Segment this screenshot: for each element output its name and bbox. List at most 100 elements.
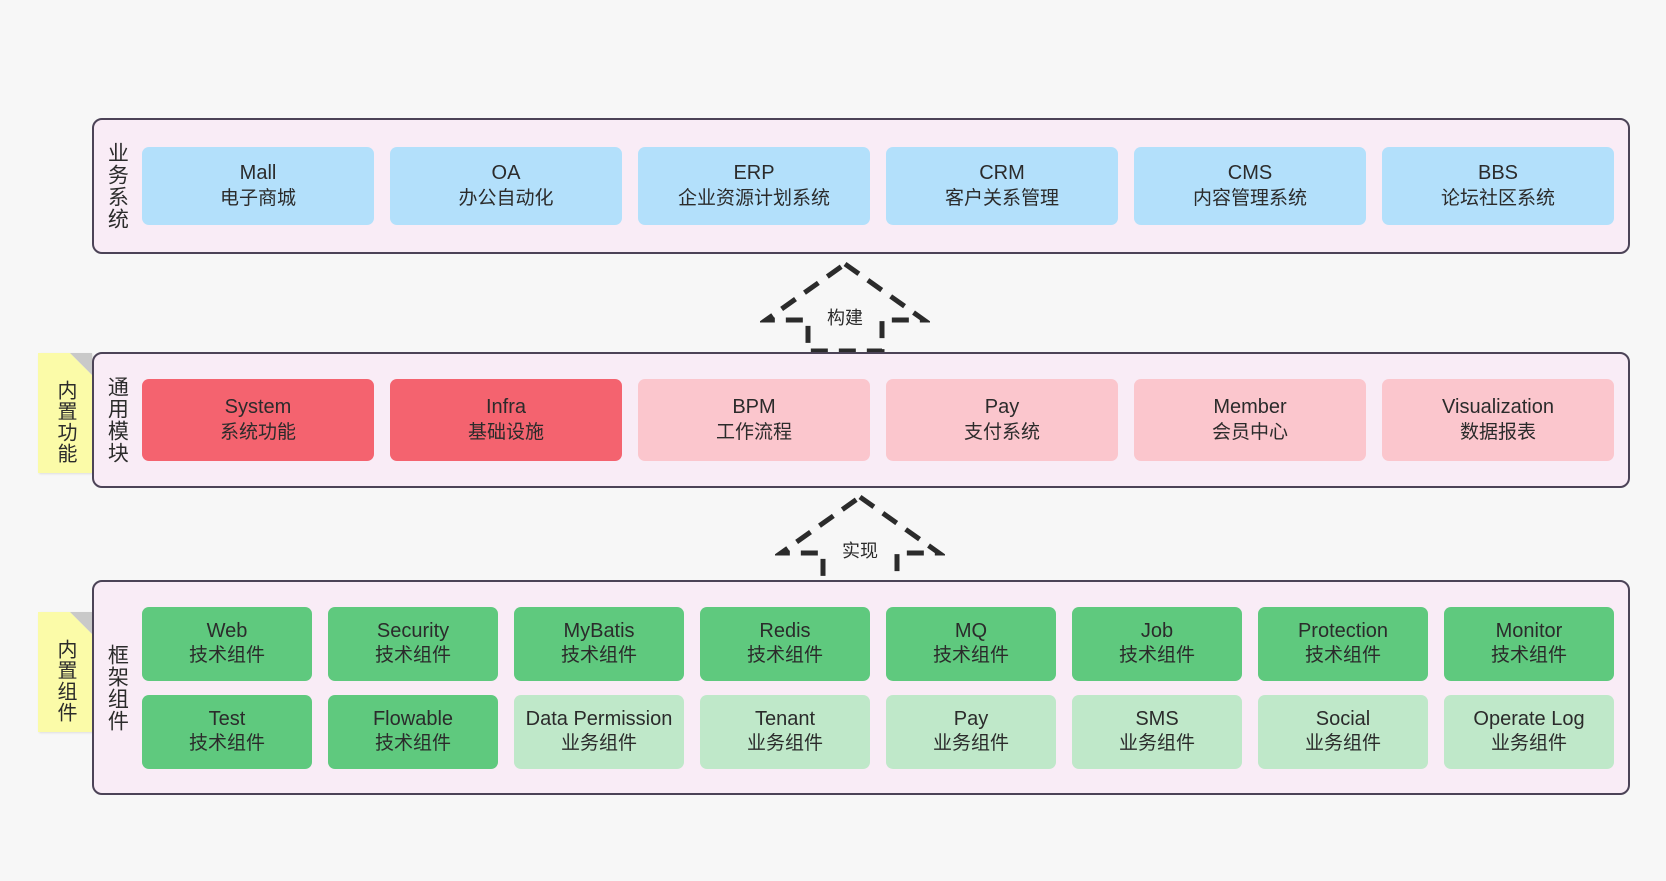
- system-card-bbs[interactable]: BBS 论坛社区系统: [1382, 147, 1614, 225]
- component-card-pay[interactable]: Pay 业务组件: [886, 694, 1056, 769]
- card-title: Flowable: [372, 707, 454, 730]
- card-subtitle: 会员中心: [1211, 421, 1288, 443]
- card-title: Monitor: [1495, 619, 1563, 642]
- sticky-note-builtin-components: 内置组件: [38, 612, 92, 732]
- connector-build-arrow: 构建: [760, 258, 930, 356]
- card-title: Mall: [239, 162, 277, 185]
- card-subtitle: 技术组件: [1304, 645, 1381, 667]
- system-card-erp[interactable]: ERP 企业资源计划系统: [638, 147, 870, 225]
- card-subtitle: 内容管理系统: [1192, 187, 1307, 209]
- card-subtitle: 技术组件: [188, 733, 265, 755]
- system-card-mall[interactable]: Mall 电子商城: [142, 147, 374, 225]
- system-card-cms[interactable]: CMS 内容管理系统: [1134, 147, 1366, 225]
- card-subtitle: 技术组件: [560, 645, 637, 667]
- module-card-pay[interactable]: Pay 支付系统: [886, 379, 1118, 461]
- card-subtitle: 技术组件: [188, 645, 265, 667]
- system-card-crm[interactable]: CRM 客户关系管理: [886, 147, 1118, 225]
- component-card-sms[interactable]: SMS 业务组件: [1072, 694, 1242, 769]
- layer-title-common-modules: 通用模块: [105, 376, 129, 464]
- component-card-flowable[interactable]: Flowable 技术组件: [328, 694, 498, 769]
- card-subtitle: 业务组件: [932, 733, 1009, 755]
- component-card-redis[interactable]: Redis 技术组件: [700, 606, 870, 681]
- component-card-tenant[interactable]: Tenant 业务组件: [700, 694, 870, 769]
- card-subtitle: 基础设施: [467, 421, 544, 443]
- card-title: MyBatis: [563, 619, 635, 642]
- card-title: Social: [1315, 707, 1371, 730]
- sticky-note-label: 内置功能: [54, 380, 76, 464]
- module-card-infra[interactable]: Infra 基础设施: [390, 379, 622, 461]
- system-card-oa[interactable]: OA 办公自动化: [390, 147, 622, 225]
- component-card-social[interactable]: Social 业务组件: [1258, 694, 1428, 769]
- card-title: ERP: [733, 162, 775, 185]
- layer-framework-components: 框架组件 Web 技术组件 Security 技术组件 MyBatis 技术组件…: [92, 580, 1630, 795]
- card-title: Visualization: [1442, 396, 1554, 419]
- card-title: Test: [208, 707, 246, 730]
- component-card-operate-log[interactable]: Operate Log 业务组件: [1444, 694, 1614, 769]
- card-title: Protection: [1297, 619, 1389, 642]
- connector-implement-arrow: 实现: [775, 491, 945, 589]
- card-title: Redis: [759, 619, 811, 642]
- card-subtitle: 业务组件: [746, 733, 823, 755]
- card-title: BBS: [1477, 162, 1519, 185]
- card-title: SMS: [1135, 707, 1179, 730]
- card-subtitle: 技术组件: [374, 733, 451, 755]
- component-card-security[interactable]: Security 技术组件: [328, 606, 498, 681]
- card-subtitle: 办公自动化: [458, 187, 554, 209]
- card-subtitle: 技术组件: [1118, 645, 1195, 667]
- card-title: Infra: [485, 396, 527, 419]
- card-subtitle: 业务组件: [1118, 733, 1195, 755]
- card-title: Web: [206, 619, 248, 642]
- card-subtitle: 业务组件: [1304, 733, 1381, 755]
- framework-row-tech: Web 技术组件 Security 技术组件 MyBatis 技术组件 Redi…: [142, 606, 1614, 681]
- card-subtitle: 企业资源计划系统: [677, 187, 830, 209]
- card-title: Data Permission: [525, 707, 673, 730]
- card-subtitle: 业务组件: [1490, 733, 1567, 755]
- card-subtitle: 业务组件: [560, 733, 637, 755]
- layer-body-business-systems: Mall 电子商城 OA 办公自动化 ERP 企业资源计划系统 CRM 客户关系…: [138, 120, 1628, 252]
- card-subtitle: 数据报表: [1459, 421, 1536, 443]
- module-card-bpm[interactable]: BPM 工作流程: [638, 379, 870, 461]
- layer-body-common-modules: System 系统功能 Infra 基础设施 BPM 工作流程 Pay 支付系统…: [138, 354, 1628, 486]
- card-title: System: [224, 396, 292, 419]
- module-card-visualization[interactable]: Visualization 数据报表: [1382, 379, 1614, 461]
- module-card-system[interactable]: System 系统功能: [142, 379, 374, 461]
- layer-business-systems: 业务系统 Mall 电子商城 OA 办公自动化 ERP 企业资源计划系统 CRM…: [92, 118, 1630, 254]
- card-subtitle: 技术组件: [932, 645, 1009, 667]
- card-subtitle: 客户关系管理: [944, 187, 1059, 209]
- card-title: Pay: [953, 707, 989, 730]
- card-subtitle: 系统功能: [219, 421, 296, 443]
- module-card-member[interactable]: Member 会员中心: [1134, 379, 1366, 461]
- layer-common-modules: 通用模块 System 系统功能 Infra 基础设施 BPM 工作流程 Pay…: [92, 352, 1630, 488]
- layer-title-business-systems: 业务系统: [105, 142, 129, 230]
- card-title: CMS: [1227, 162, 1273, 185]
- card-title: Tenant: [754, 707, 816, 730]
- layer-title-framework-components: 框架组件: [105, 643, 129, 732]
- sticky-note-builtin-features: 内置功能: [38, 353, 92, 473]
- card-subtitle: 电子商城: [219, 187, 296, 209]
- card-title: Member: [1213, 396, 1287, 419]
- component-card-test[interactable]: Test 技术组件: [142, 694, 312, 769]
- component-card-protection[interactable]: Protection 技术组件: [1258, 606, 1428, 681]
- component-card-data-permission[interactable]: Data Permission 业务组件: [514, 694, 684, 769]
- component-card-monitor[interactable]: Monitor 技术组件: [1444, 606, 1614, 681]
- card-subtitle: 技术组件: [374, 645, 451, 667]
- card-title: Job: [1140, 619, 1174, 642]
- component-card-web[interactable]: Web 技术组件: [142, 606, 312, 681]
- card-title: Pay: [984, 396, 1020, 419]
- connector-build-label: 构建: [827, 308, 863, 328]
- card-subtitle: 论坛社区系统: [1440, 187, 1555, 209]
- card-title: MQ: [954, 619, 988, 642]
- card-subtitle: 技术组件: [746, 645, 823, 667]
- component-card-mq[interactable]: MQ 技术组件: [886, 606, 1056, 681]
- card-subtitle: 工作流程: [715, 421, 792, 443]
- component-card-job[interactable]: Job 技术组件: [1072, 606, 1242, 681]
- card-title: BPM: [732, 396, 776, 419]
- card-title: Security: [376, 619, 450, 642]
- sticky-note-label: 内置组件: [54, 639, 76, 723]
- framework-row-business: Test 技术组件 Flowable 技术组件 Data Permission …: [142, 694, 1614, 769]
- card-title: CRM: [979, 162, 1025, 185]
- card-subtitle: 技术组件: [1490, 645, 1567, 667]
- component-card-mybatis[interactable]: MyBatis 技术组件: [514, 606, 684, 681]
- layer-body-framework-components: Web 技术组件 Security 技术组件 MyBatis 技术组件 Redi…: [138, 582, 1628, 793]
